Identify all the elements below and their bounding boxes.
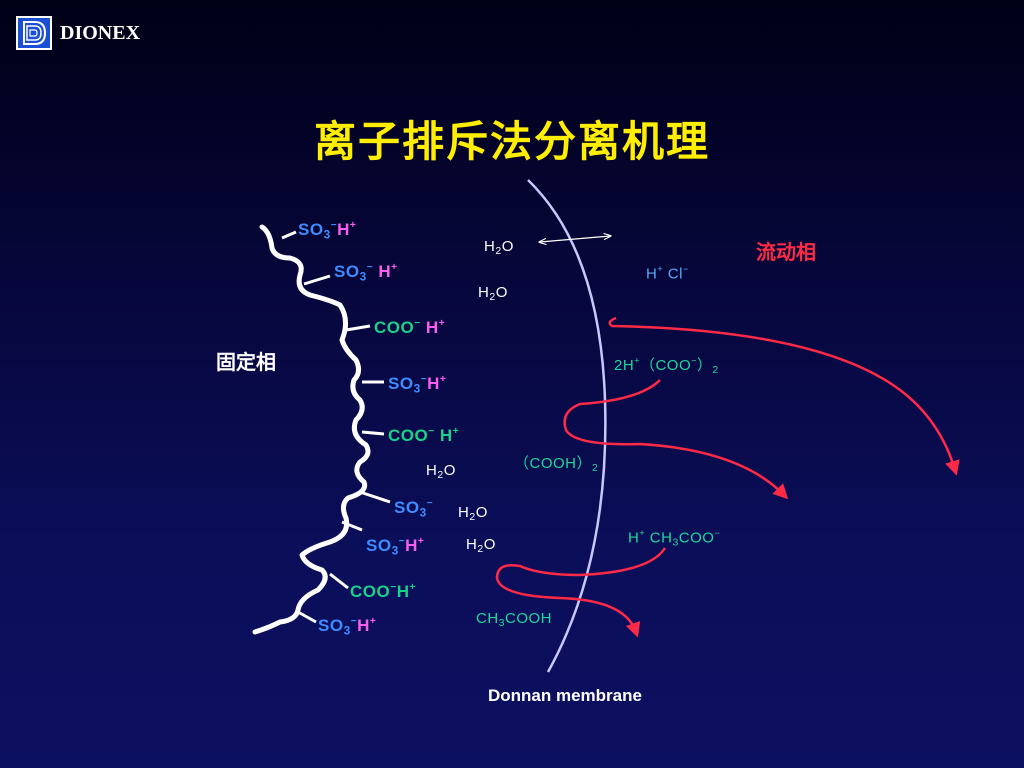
sulfonate-group-2: SO3− H+ — [334, 262, 398, 284]
acetic-acid: CH3COOH — [476, 610, 553, 630]
sulfonate-group-6: SO3−H+ — [318, 616, 377, 638]
acetate-arrow — [495, 547, 667, 638]
water-molecule: H2O — [484, 238, 514, 258]
polymer-backbone — [252, 224, 371, 635]
mobile-phase-label: 流动相 — [756, 242, 816, 264]
carboxylate-group-2: COO− H+ — [388, 426, 460, 446]
water-molecule: H2O — [478, 284, 508, 304]
carboxylate-group-1: COO− H+ — [374, 318, 446, 338]
stationary-phase-label: 固定相 — [216, 352, 276, 374]
sulfonate-group-1: SO3−H+ — [298, 220, 357, 242]
water-molecule: H2O — [466, 536, 496, 556]
carboxylate-group-3: COO−H+ — [350, 582, 416, 602]
sulfonate-group-5: SO3−H+ — [366, 536, 425, 558]
acetate-ions: H+ CH3COO− — [628, 528, 721, 549]
dicarboxylate-arrow — [563, 379, 789, 500]
hcl-exclusion-arrow — [608, 316, 960, 476]
water-molecule: H2O — [458, 504, 488, 524]
membrane-label: Donnan membrane — [488, 686, 642, 705]
page-title: 离子排斥法分离机理 — [313, 118, 710, 165]
water-diffusion-arrow — [540, 236, 610, 242]
d-letter-icon — [23, 21, 47, 45]
dicarboxylic-acid: （COOH）2 — [514, 455, 599, 475]
sulfonate-group-3: SO3−H+ — [388, 374, 447, 396]
sulfonate-group-4: SO3− — [394, 498, 434, 520]
dionex-logo-icon — [16, 16, 52, 50]
logo-text: DIONEX — [60, 22, 141, 44]
side-chains — [281, 230, 391, 624]
dicarboxylate-ions: 2H+（COO−）2 — [614, 355, 719, 377]
hcl-ions: H+ Cl− — [646, 264, 689, 283]
water-molecule: H2O — [426, 462, 456, 482]
